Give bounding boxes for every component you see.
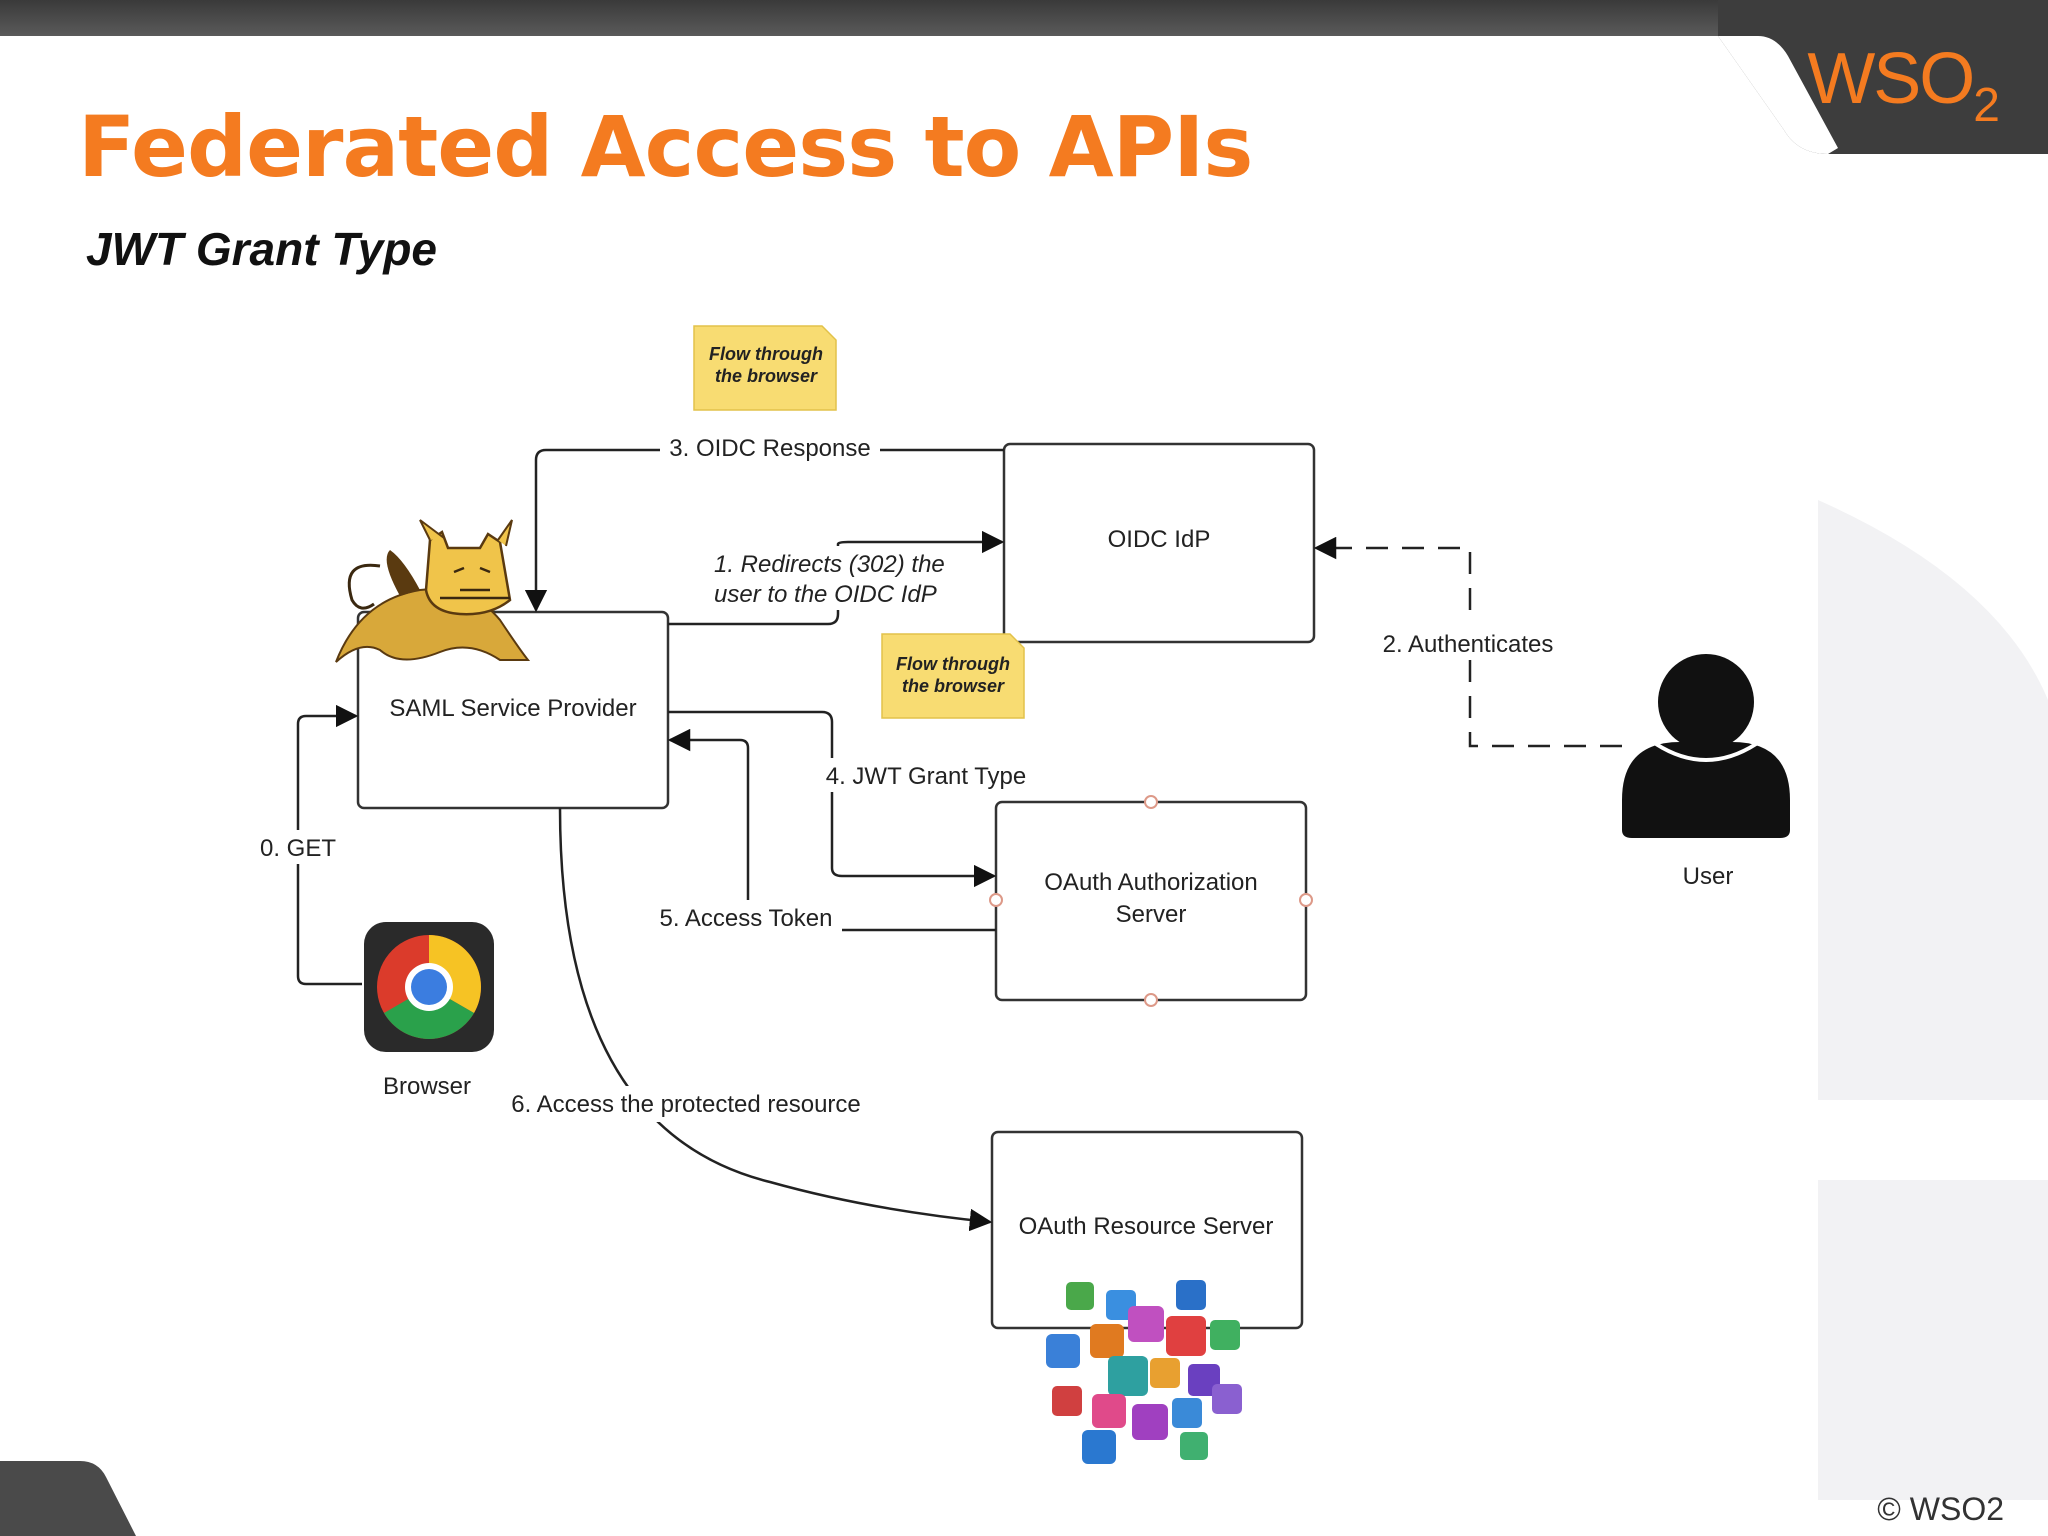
- connector-dot: [1144, 795, 1158, 809]
- label-bg: [660, 432, 880, 466]
- top-bar: [0, 0, 2048, 36]
- tomcat-icon: [335, 519, 531, 663]
- sticky-note: Flow through the browser: [881, 633, 1025, 719]
- chrome-browser-icon: [364, 922, 494, 1052]
- logo-subscript: 2: [1973, 79, 2000, 132]
- sticky-note: Flow through the browser: [693, 325, 837, 411]
- apps-cluster-icon: [1046, 1280, 1242, 1464]
- note-text-line1: Flow through: [896, 654, 1010, 674]
- connector-dot: [1144, 993, 1158, 1007]
- slide-subtitle: JWT Grant Type: [86, 223, 437, 275]
- connector-dot: [1299, 893, 1313, 907]
- label-bg: [650, 900, 842, 934]
- background-decoration: [1818, 500, 2048, 1500]
- edge-label-redirect-line1: 1. Redirects (302) the: [714, 551, 945, 578]
- user-icon: [1622, 654, 1790, 838]
- logo-text: WSO: [1807, 39, 1975, 119]
- label-bg: [1374, 624, 1564, 660]
- label-bg: [496, 1086, 878, 1122]
- saml-sp-label: SAML Service Provider: [389, 695, 636, 722]
- note-text-line2: the browser: [715, 366, 818, 386]
- edge-label-jwt-grant: 4. JWT Grant Type: [826, 763, 1027, 790]
- note-text-line1: Flow through: [709, 344, 823, 364]
- note-text-line2: the browser: [902, 676, 1005, 696]
- connector-dot: [989, 893, 1003, 907]
- edge-label-oidc-response: 3. OIDC Response: [669, 435, 870, 462]
- edge-access-token: [667, 728, 996, 932]
- edge-oidc-response: [524, 448, 1004, 613]
- corner-decoration: [0, 1461, 136, 1536]
- oidc-idp-label: OIDC IdP: [1108, 526, 1211, 553]
- oauth-as-label-line2: Server: [1116, 901, 1187, 928]
- label-bg: [712, 546, 970, 610]
- browser-label: Browser: [383, 1073, 471, 1100]
- user-label: User: [1683, 863, 1734, 890]
- oauth-rs-label: OAuth Resource Server: [1019, 1213, 1274, 1240]
- logo-tab: [1718, 0, 2048, 154]
- edge-jwt-grant: [668, 710, 997, 888]
- wso2-logo: WSO2: [1807, 38, 2000, 133]
- edge-authenticates: [1313, 536, 1622, 748]
- label-bg: [818, 758, 1036, 792]
- copyright-text: © WSO2: [1877, 1491, 2004, 1527]
- edge-redirect: [668, 542, 1002, 626]
- edge-label-authenticates: 2. Authenticates: [1383, 631, 1554, 658]
- edge-label-access-token: 5. Access Token: [660, 905, 833, 932]
- oauth-as-label-line1: OAuth Authorization: [1044, 869, 1257, 896]
- edge-label-get: 0. GET: [260, 835, 336, 862]
- edge-label-redirect-line2: user to the OIDC IdP: [714, 581, 937, 608]
- edge-label-access-resource: 6. Access the protected resource: [511, 1091, 861, 1118]
- edge-access-resource: [558, 807, 993, 1232]
- label-bg: [252, 830, 344, 864]
- slide-title: Federated Access to APIs: [78, 98, 1253, 196]
